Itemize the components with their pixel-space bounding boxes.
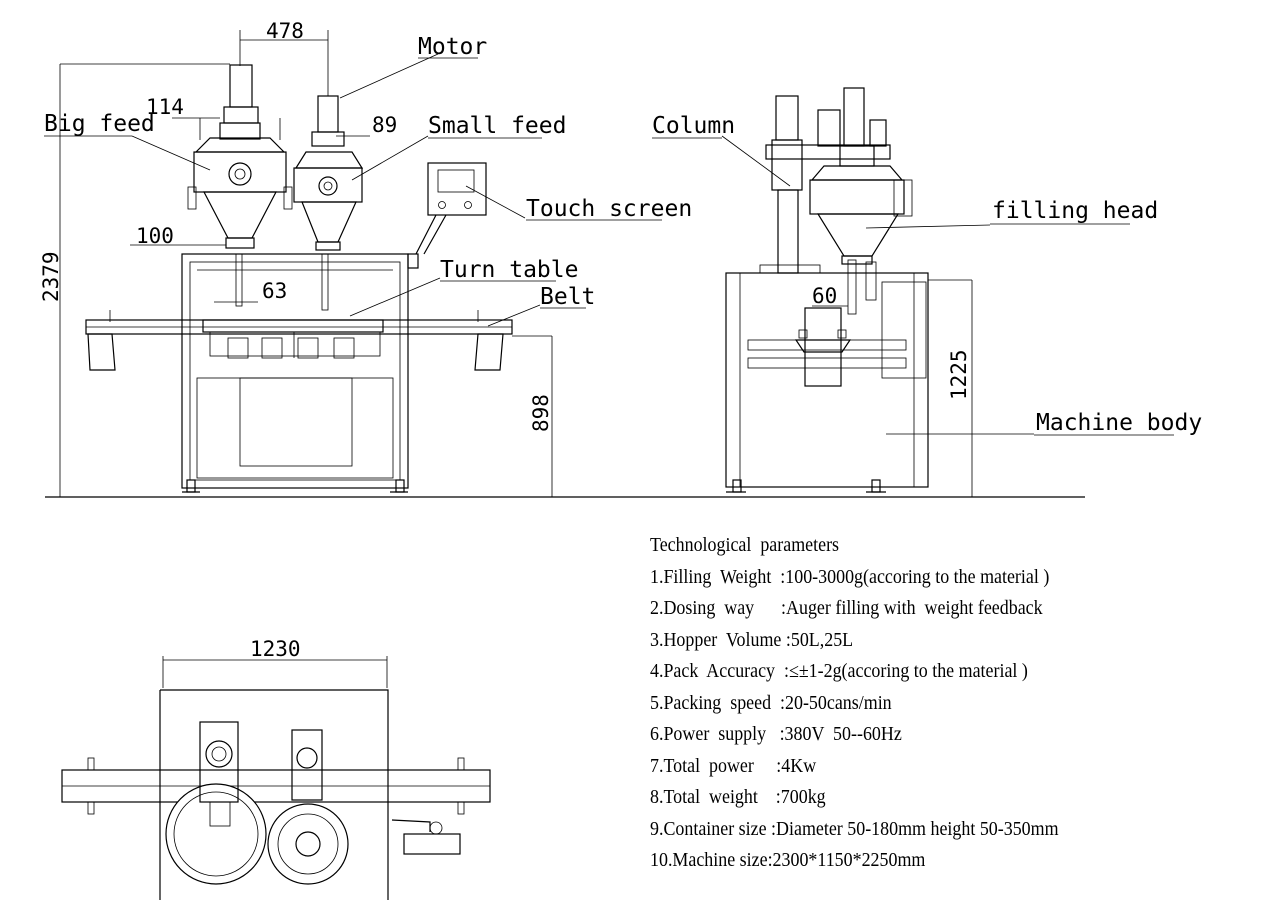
small-feed-unit [293, 95, 364, 251]
dim-898: 898 [529, 394, 553, 432]
label-turn-table: Turn table [440, 257, 578, 283]
front-turn-table [202, 319, 384, 359]
parameter-item: 2.Dosing way :Auger filling with weight … [650, 598, 1043, 619]
dim-1230: 1230 [250, 637, 301, 661]
touch-screen-unit [407, 162, 487, 269]
dim-2379: 2379 [39, 251, 63, 302]
dim-100: 100 [136, 224, 174, 248]
front-view [45, 30, 1085, 498]
label-filling-head: filling head [992, 198, 1158, 224]
top-view [61, 656, 491, 900]
dim-1225: 1225 [947, 349, 971, 400]
filling-head [809, 145, 913, 265]
big-feed-motor [229, 64, 253, 108]
dim-63: 63 [262, 279, 287, 303]
technological-parameters: Technological parameters 1.Filling Weigh… [650, 530, 1270, 877]
parameter-item: 8.Total weight :700kg [650, 787, 826, 808]
front-body-frame [181, 253, 409, 489]
dim-89: 89 [372, 113, 397, 137]
label-big-feed: Big feed [44, 111, 155, 137]
parameter-item: 7.Total power :4Kw [650, 755, 817, 777]
front-belt [85, 310, 513, 371]
parameter-item: 6.Power supply :380V 50--60Hz [650, 724, 902, 745]
parameter-item: 4.Pack Accuracy :≤±1-2g(accoring to the … [650, 661, 1028, 682]
parameter-item: 1.Filling Weight :100-3000g(accoring to … [650, 566, 1050, 588]
big-feed-unit [187, 64, 293, 249]
parameter-item: 9.Container size :Diameter 50-180mm heig… [650, 818, 1059, 840]
front-cabinet [196, 377, 394, 479]
parameter-item: 5.Packing speed :20-50cans/min [650, 692, 892, 714]
label-small-feed: Small feed [428, 113, 566, 139]
side-view [721, 87, 1034, 497]
label-column: Column [652, 113, 735, 139]
label-machine-body: Machine body [1036, 410, 1202, 436]
dim-478: 478 [266, 19, 304, 43]
parameter-item: 10.Machine size:2300*1150*2250mm [650, 850, 926, 871]
dim-114: 114 [146, 95, 184, 119]
label-motor: Motor [418, 34, 487, 60]
column [777, 189, 799, 274]
parameter-item: 3.Hopper Volume :50L,25L [650, 629, 854, 651]
label-belt: Belt [540, 284, 595, 310]
small-feed-motor [317, 95, 339, 133]
parameters-title: Technological parameters [650, 535, 840, 556]
front-door [239, 377, 353, 467]
side-body-frame [725, 272, 929, 488]
dim-60: 60 [812, 284, 837, 308]
label-touch-screen: Touch screen [526, 196, 692, 222]
